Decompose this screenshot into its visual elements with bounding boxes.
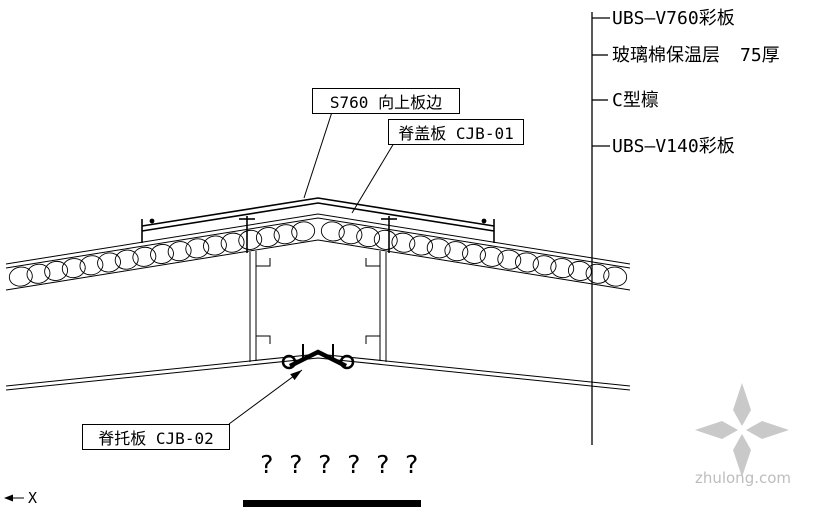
legend-label: UBS—V760彩板 <box>612 8 735 29</box>
placeholder-mark: ? <box>259 450 275 479</box>
legend-value: 75厚 <box>740 45 780 66</box>
placeholder-mark: ? <box>316 450 333 479</box>
callout-ridge-cover: 脊盖板 CJB-01 <box>388 119 524 145</box>
placeholder-mark: ? <box>287 450 304 479</box>
drawing-lines <box>4 12 631 507</box>
liner-sheet-lines <box>5 353 631 391</box>
cap-end-dot-right <box>481 218 487 224</box>
leader-lines <box>228 111 395 425</box>
legend-item-ubs-v760: UBS—V760彩板 <box>612 8 755 30</box>
callout-ridge-support: 脊托板 CJB-02 <box>82 424 230 450</box>
callout-panel-edge: S760 向上板边 <box>312 88 460 114</box>
insulation-chain-right <box>320 221 628 287</box>
legend-label: UBS—V140彩板 <box>612 136 735 157</box>
watermark-logo-icon <box>695 383 789 477</box>
legend-label: 玻璃棉保温层 <box>612 45 720 66</box>
ridge-web-lines <box>249 251 387 362</box>
x-axis-label: X <box>28 489 38 507</box>
placeholder-mark: ? <box>345 450 362 479</box>
legend-label: C型檩 <box>612 90 659 111</box>
fastener-bolts <box>239 216 397 253</box>
placeholder-mark: ? <box>374 450 390 479</box>
legend-reference-line <box>591 12 610 445</box>
legend-item-c-purlin: C型檩 <box>612 90 679 112</box>
legend-item-ubs-v140: UBS—V140彩板 <box>612 136 755 158</box>
placeholder-marks-row: ? ? ? ? ? ? <box>259 451 419 479</box>
insulation-chain-left <box>8 221 316 287</box>
x-axis-arrow-icon <box>4 494 24 502</box>
outer-sheet-lines <box>5 213 631 291</box>
cap-end-dot-left <box>149 218 155 224</box>
ridge-cap-lines <box>141 197 495 243</box>
placeholder-mark: ? <box>403 450 419 479</box>
watermark-text: zhulong.com <box>694 469 792 487</box>
ridge-support-plate <box>281 344 355 370</box>
legend-item-insulation: 玻璃棉保温层 75厚 <box>612 45 780 67</box>
section-bar <box>243 500 421 507</box>
